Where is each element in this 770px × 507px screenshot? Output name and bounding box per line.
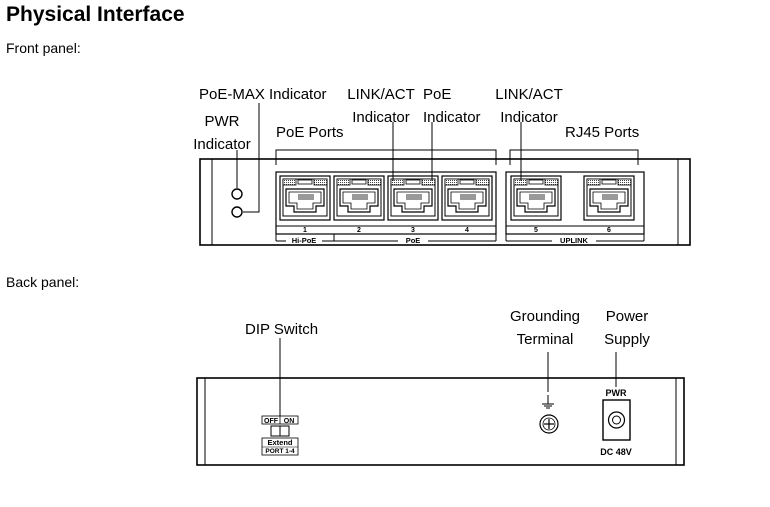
poe-indicator-label-line2: Indicator (423, 109, 481, 126)
page-title: Physical Interface (6, 3, 185, 26)
dip-switch-label: DIP Switch (245, 321, 319, 338)
pwr-indicator-label-line2: Indicator (193, 136, 251, 153)
dip-extend-label: Extend (267, 438, 292, 447)
back-panel-label: Back panel: (6, 274, 80, 290)
poe-port-group-frame (275, 171, 497, 235)
power-supply-label-line2: Supply (604, 331, 650, 348)
link-act-indicator-label: LINK/ACT Indicator (344, 83, 418, 129)
group-label-brackets (275, 234, 645, 242)
rj45-port-2 (333, 175, 385, 221)
power-jack: PWR DC 48V (600, 388, 632, 457)
uplink-group-label: UPLINK (560, 236, 589, 245)
port-number-4: 4 (465, 227, 469, 234)
grounding-terminal-label-line2: Terminal (516, 331, 574, 348)
grounding-terminal (539, 395, 559, 434)
poe-indicator-label-line1: PoE (423, 86, 452, 103)
dc-voltage-label: DC 48V (600, 447, 632, 457)
poe-ports-label: PoE Ports (276, 124, 344, 141)
uplink-port-group-frame (505, 171, 645, 235)
poe-max-indicator-label: PoE-MAX Indicator (199, 86, 327, 103)
port-number-3: 3 (411, 227, 415, 234)
poe-group-label: PoE (406, 236, 421, 245)
rj45-ports-label: RJ45 Ports (565, 124, 640, 141)
port-number-5: 5 (534, 227, 538, 234)
port-numbers: 1 2 3 4 5 6 (303, 227, 611, 234)
pwr-indicator-label-line1: PWR (204, 113, 240, 130)
rj45-port-6 (583, 175, 635, 221)
port-number-2: 2 (357, 227, 361, 234)
link-act-indicator-label-line2: Indicator (352, 109, 410, 126)
power-supply-label: Power Supply (598, 305, 656, 351)
rj45-port-4 (441, 175, 493, 221)
grounding-terminal-label: Grounding Terminal (505, 305, 585, 351)
uplink-link-act-indicator-label-line2: Indicator (500, 109, 558, 126)
front-leader-lines (236, 103, 639, 213)
poe-max-led (231, 206, 243, 218)
dip-on-label: ON (284, 418, 295, 425)
hi-poe-group-label: Hi-PoE (292, 236, 317, 245)
back-leader-lines (279, 338, 617, 416)
rj45-port-1 (279, 175, 331, 221)
dip-off-label: OFF (264, 418, 279, 425)
pwr-indicator-label: PWR Indicator (188, 110, 256, 156)
link-act-indicator-label-line1: LINK/ACT (347, 86, 415, 103)
uplink-link-act-indicator-label-line1: LINK/ACT (495, 86, 563, 103)
grounding-terminal-label-line1: Grounding (509, 308, 581, 325)
port-number-6: 6 (607, 227, 611, 234)
dip-port-label: PORT 1-4 (265, 448, 295, 455)
rj45-port-3 (387, 175, 439, 221)
power-supply-label-line1: Power (605, 308, 649, 325)
uplink-link-act-indicator-label: LINK/ACT Indicator (492, 83, 566, 129)
port-number-1: 1 (303, 227, 307, 234)
front-panel-label: Front panel: (6, 40, 81, 56)
pwr-led (231, 188, 243, 200)
ground-icon (542, 395, 554, 409)
rj45-port-5 (510, 175, 562, 221)
poe-indicator-label: PoE Indicator (423, 83, 481, 129)
pwr-label: PWR (606, 388, 627, 398)
